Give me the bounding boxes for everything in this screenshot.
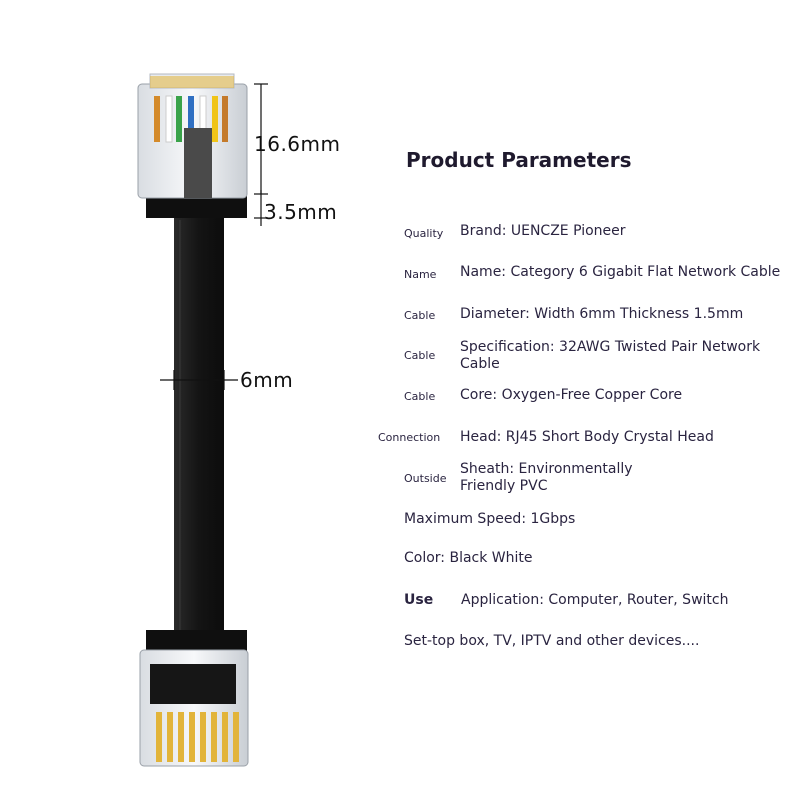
use-more: Set-top box, TV, IPTV and other devices.… [404, 633, 700, 649]
param-label: Cable [404, 349, 436, 362]
param-value: Head: RJ45 Short Body Crystal Head [460, 429, 714, 445]
use-label: Use [404, 592, 434, 608]
param-value-line2: Cable [460, 356, 500, 372]
param-label: Connection [378, 431, 441, 444]
flat-cable [174, 216, 224, 636]
top-rj45-connector [137, 73, 248, 218]
panel-title: Product Parameters [406, 148, 632, 172]
param-value-line1: Sheath: Environmentally [460, 461, 633, 477]
param-label: Outside [404, 472, 447, 485]
dimension-markers [160, 83, 268, 390]
color-spec: Color: Black White [404, 550, 533, 566]
param-value-line2: Friendly PVC [460, 478, 548, 494]
dimension-boot-length: 3.5mm [264, 200, 338, 224]
max-speed: Maximum Speed: 1Gbps [404, 511, 576, 527]
param-label: Name [404, 268, 437, 281]
param-label: Cable [404, 309, 436, 322]
param-label: Quality [404, 227, 444, 240]
param-label: Cable [404, 390, 436, 403]
bottom-rj45-connector [139, 630, 249, 767]
param-value: Diameter: Width 6mm Thickness 1.5mm [460, 306, 744, 322]
param-value: Brand: UENCZE Pioneer [460, 223, 626, 239]
use-value: Application: Computer, Router, Switch [461, 592, 729, 608]
param-value-line1: Specification: 32AWG Twisted Pair Networ… [460, 339, 761, 355]
param-value: Name: Category 6 Gigabit Flat Network Ca… [460, 264, 781, 280]
param-value: Core: Oxygen-Free Copper Core [460, 387, 683, 403]
dimension-cable-width: 6mm [240, 368, 294, 392]
dimension-head-length: 16.6mm [254, 132, 341, 156]
